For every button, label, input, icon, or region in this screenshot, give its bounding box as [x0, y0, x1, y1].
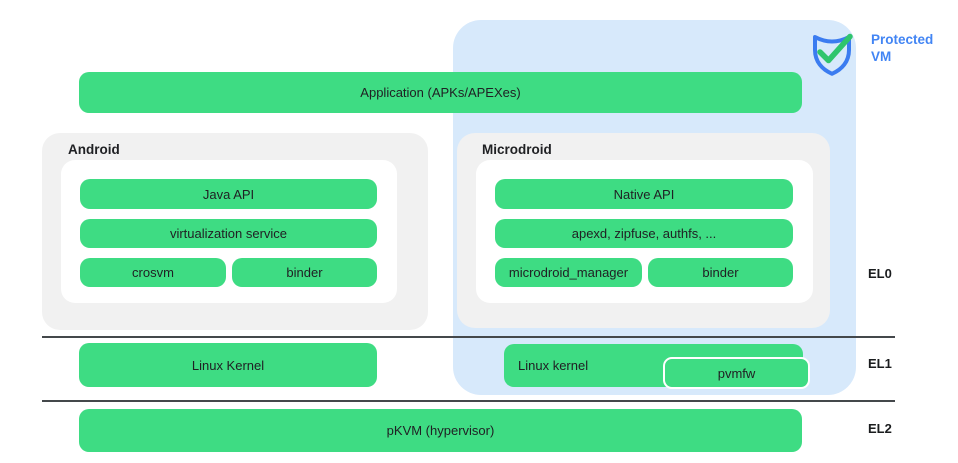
application-bar: Application (APKs/APEXes)	[79, 72, 802, 113]
binder-bar-android: binder	[232, 258, 377, 287]
el0-label: EL0	[868, 266, 892, 281]
linux-kernel-host-bar: Linux Kernel	[79, 343, 377, 387]
microdroid-panel: Microdroid Native API apexd, zipfuse, au…	[457, 133, 830, 328]
android-panel: Android Java API virtualization service …	[42, 133, 428, 330]
microdroid-manager-bar: microdroid_manager	[495, 258, 642, 287]
microdroid-title: Microdroid	[482, 142, 552, 157]
el1-el2-divider	[42, 400, 895, 402]
el0-el1-divider	[42, 336, 895, 338]
pkvm-hypervisor-bar: pKVM (hypervisor)	[79, 409, 802, 452]
android-title: Android	[68, 142, 120, 157]
el1-label: EL1	[868, 356, 892, 371]
pvmfw-bar: pvmfw	[663, 357, 810, 389]
shield-check-icon	[805, 25, 859, 82]
microdroid-inner-panel: Native API apexd, zipfuse, authfs, ... m…	[476, 160, 813, 303]
protected-vm-label: Protected VM	[871, 32, 934, 64]
android-inner-panel: Java API virtualization service crosvm b…	[61, 160, 397, 303]
crosvm-bar: crosvm	[80, 258, 226, 287]
binder-bar-microdroid: binder	[648, 258, 793, 287]
native-api-bar: Native API	[495, 179, 793, 209]
virtualization-service-bar: virtualization service	[80, 219, 377, 248]
el2-label: EL2	[868, 421, 892, 436]
apexd-zipfuse-authfs-bar: apexd, zipfuse, authfs, ...	[495, 219, 793, 248]
java-api-bar: Java API	[80, 179, 377, 209]
